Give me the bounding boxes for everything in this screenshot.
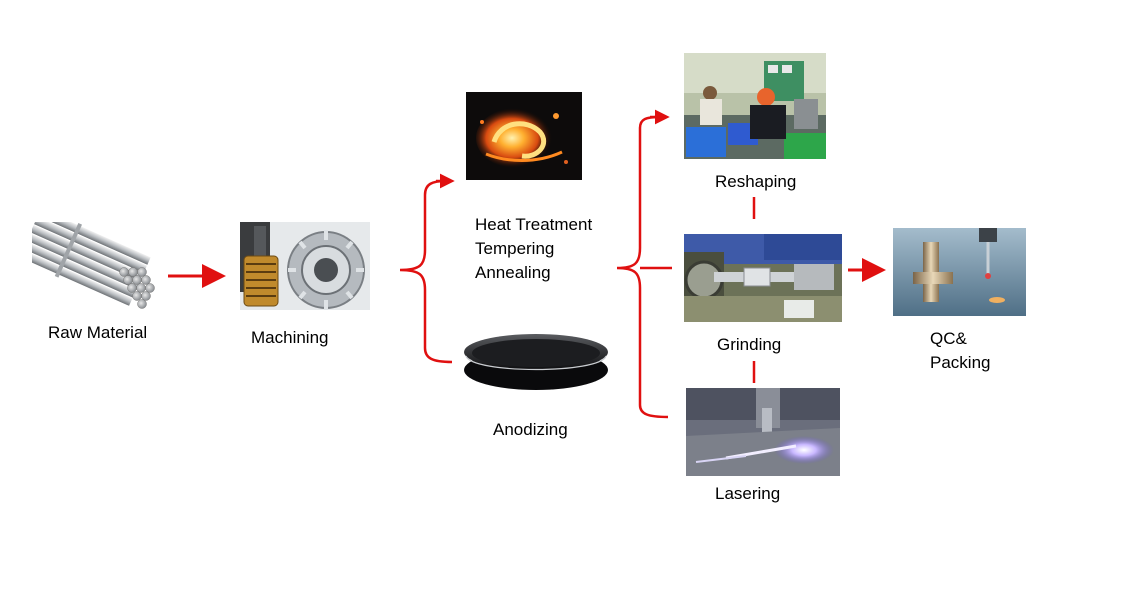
workers-at-machines-image [684,53,826,159]
brace-machining-to-treatments [399,179,453,364]
laser-cutting-image [686,388,840,476]
machined-gear-image [240,222,370,310]
steel-bar-bundle-image [32,222,160,312]
grinding-label: Grinding [717,335,782,354]
black-anodized-pan-image [462,330,610,392]
tempering-label: Tempering [475,239,555,258]
annealing-label: Annealing [475,263,551,282]
grinding-machine-image [684,234,842,322]
brace-treatment-to-finishing [616,115,672,419]
machining-label: Machining [251,328,329,347]
qc-label: QC& [930,329,967,348]
lasering-label: Lasering [715,484,781,503]
heat-treatment-label: Heat Treatment [475,215,593,234]
raw-material-label: Raw Material [48,323,148,342]
packing-label: Packing [930,353,991,372]
precision-measurement-probe-image [893,228,1026,316]
reshaping-label: Reshaping [715,172,797,191]
glowing-hot-metal-image [466,92,582,180]
anodizing-label: Anodizing [493,420,568,439]
